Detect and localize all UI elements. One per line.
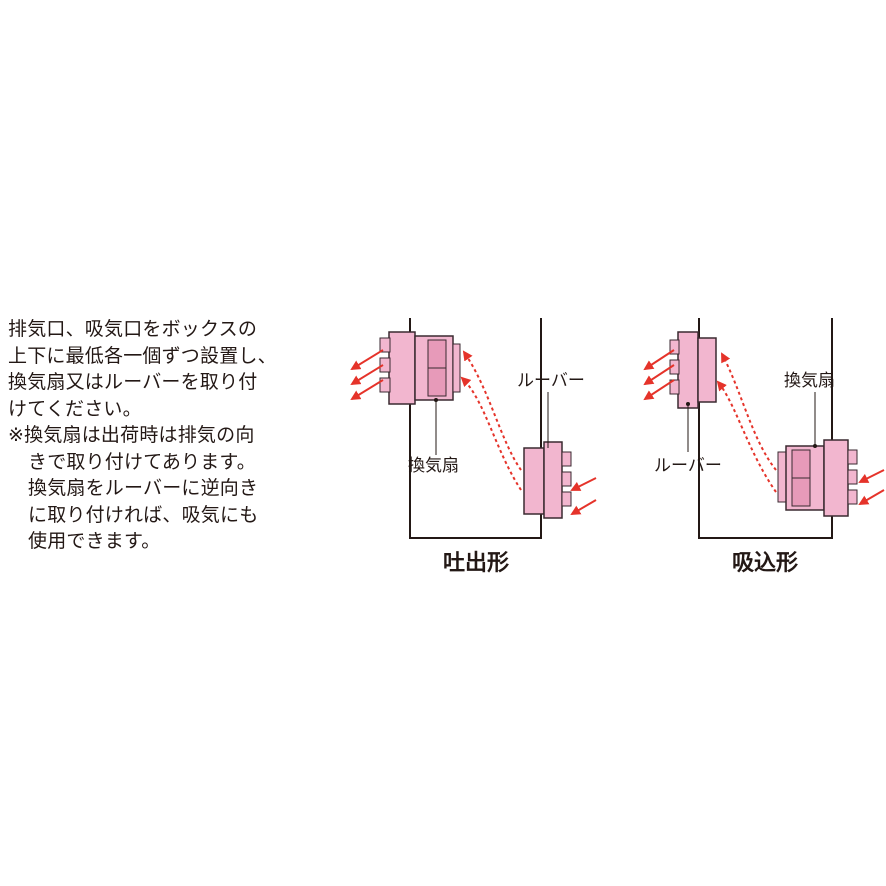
leader-dot [434, 398, 438, 402]
description-line: けてください。 [8, 397, 142, 420]
note-line: に取り付ければ、吸気にも [28, 503, 259, 526]
leader-dot [813, 444, 817, 448]
intake-type-diagram: 換気扇 ルーバー 吸込形 [643, 318, 885, 576]
exhaust-arrow [350, 379, 384, 401]
exhaust-arrow [350, 349, 384, 371]
intake-arrow [570, 499, 597, 516]
description-line: 換気扇又はルーバーを取り付 [8, 371, 258, 393]
diagram-caption: 吸込形 [732, 551, 798, 576]
exhaust-arrow [643, 364, 675, 386]
intake-arrow [858, 489, 885, 506]
louver-label: ルーバー [517, 371, 585, 391]
exhaust-arrow [643, 349, 675, 371]
description-line: 上下に最低各一個ずつ設置し、 [8, 344, 277, 367]
airflow-arrow [460, 376, 522, 491]
enclosure-box [409, 318, 542, 539]
note-line: 換気扇をルーバーに逆向き [28, 477, 259, 499]
airflow-arrow [716, 380, 777, 493]
louver-label: ルーバー [654, 456, 722, 476]
note-line: 使用できます。 [28, 530, 161, 552]
exhaust-arrow [643, 379, 675, 401]
discharge-type-diagram: ルーバー 換気扇 吐出形 [350, 318, 597, 576]
fan-label: 換気扇 [408, 456, 459, 476]
description-text: 排気口、吸気口をボックスの 上下に最低各一個ずつ設置し、 換気扇又はルーバーを取… [8, 316, 308, 555]
airflow-arrow [721, 352, 777, 471]
intake-arrow [570, 477, 597, 491]
note-line: きで取り付けてあります。 [28, 450, 256, 473]
enclosure-box [698, 318, 833, 539]
leader-dot [686, 402, 690, 406]
louver-unit [669, 331, 717, 409]
airflow-arrow [462, 350, 522, 471]
exhaust-arrow [350, 364, 384, 386]
louver-unit [523, 441, 572, 519]
exhaust-fan-unit [379, 331, 461, 405]
description-line: 排気口、吸気口をボックスの [8, 318, 258, 340]
note-line: ※換気扇は出荷時は排気の向 [8, 424, 255, 446]
diagram-caption: 吐出形 [443, 551, 509, 576]
intake-arrow [858, 469, 885, 483]
fan-label: 換気扇 [784, 371, 835, 391]
intake-fan-unit [777, 439, 858, 517]
